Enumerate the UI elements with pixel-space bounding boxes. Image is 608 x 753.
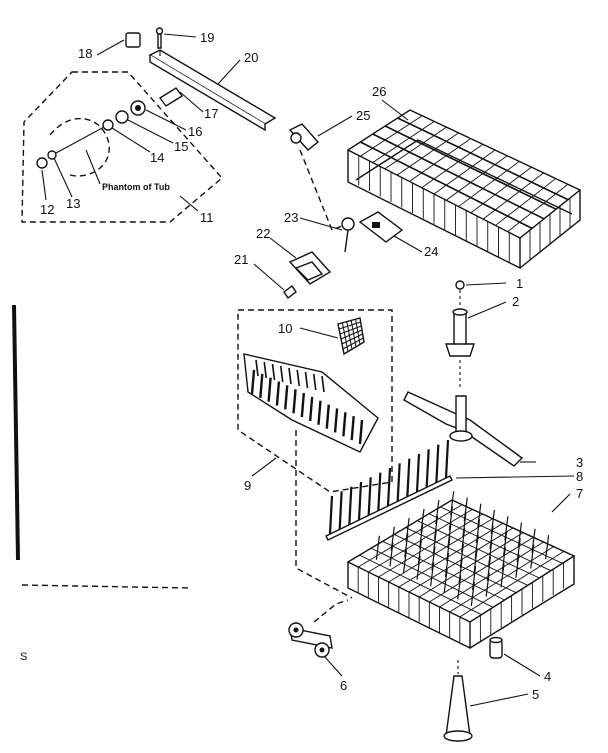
callout-17: 17 (204, 106, 218, 121)
phantom-of-tub-label: Phantom of Tub (102, 182, 170, 192)
callout-19: 19 (200, 30, 214, 45)
spray-tube-part-5 (443, 660, 473, 742)
callout-16: 16 (188, 124, 202, 139)
tine-row-part-8 (325, 439, 453, 541)
screw-part-23 (341, 217, 355, 253)
basket-cover-part-10 (337, 317, 365, 356)
rack-rail-part-20 (148, 49, 277, 132)
callout-2: 2 (512, 294, 519, 309)
rail-stop-part-25 (288, 123, 320, 151)
callout-3: 3 (576, 455, 583, 470)
callout-6: 6 (340, 678, 347, 693)
callout-20: 20 (244, 50, 258, 65)
callout-22: 22 (256, 226, 270, 241)
callout-11: 11 (200, 210, 214, 225)
stud-part-17 (158, 87, 184, 107)
spray-assembly (403, 280, 524, 467)
callout-25: 25 (356, 108, 370, 123)
callout-12: 12 (40, 202, 54, 217)
tub-phantom-outline (21, 71, 223, 223)
callout-13: 13 (66, 196, 80, 211)
silverware-basket-part-9 (243, 353, 379, 453)
bracket-part-22 (288, 251, 332, 285)
bearing-part-1 (455, 280, 465, 290)
spray-tube-part-2 (445, 308, 475, 357)
edge-mark: S (20, 651, 27, 663)
spray-arm-part-3 (403, 391, 524, 467)
rack-mount-part-24 (358, 211, 404, 243)
callout-4: 4 (544, 669, 551, 684)
callout-9: 9 (244, 478, 251, 493)
callout-10: 10 (278, 321, 292, 336)
wheel-assembly-part-6 (288, 622, 333, 658)
callout-labels: 1 2 3 4 5 6 7 8 9 10 11 12 13 14 15 16 1… (40, 30, 583, 702)
screw-part-21 (283, 284, 297, 300)
screw-part-19 (157, 33, 162, 49)
upper-rack-part-26 (346, 109, 582, 270)
washer-part-14 (102, 119, 114, 131)
basket-group (237, 309, 393, 599)
tub-phantom-group: Phantom of Tub (21, 27, 223, 223)
scan-edge-artifacts: S (12, 304, 191, 663)
callout-14: 14 (150, 150, 164, 165)
callout-5: 5 (532, 687, 539, 702)
callout-15: 15 (174, 139, 188, 154)
callout-1: 1 (516, 276, 523, 291)
callout-24: 24 (424, 244, 438, 259)
callout-26: 26 (372, 84, 386, 99)
end-cap-part-18 (125, 32, 141, 48)
leader-lines (41, 33, 575, 707)
washer-part-13 (47, 150, 57, 160)
callout-23: 23 (284, 210, 298, 225)
washer-part-15 (115, 110, 129, 124)
callout-7: 7 (576, 486, 583, 501)
nut-part-12 (36, 157, 48, 169)
cap-part-4 (489, 636, 503, 659)
callout-21: 21 (234, 252, 248, 267)
callout-18: 18 (78, 46, 92, 61)
callout-8: 8 (576, 469, 583, 484)
lower-rack-part-7 (346, 491, 576, 650)
